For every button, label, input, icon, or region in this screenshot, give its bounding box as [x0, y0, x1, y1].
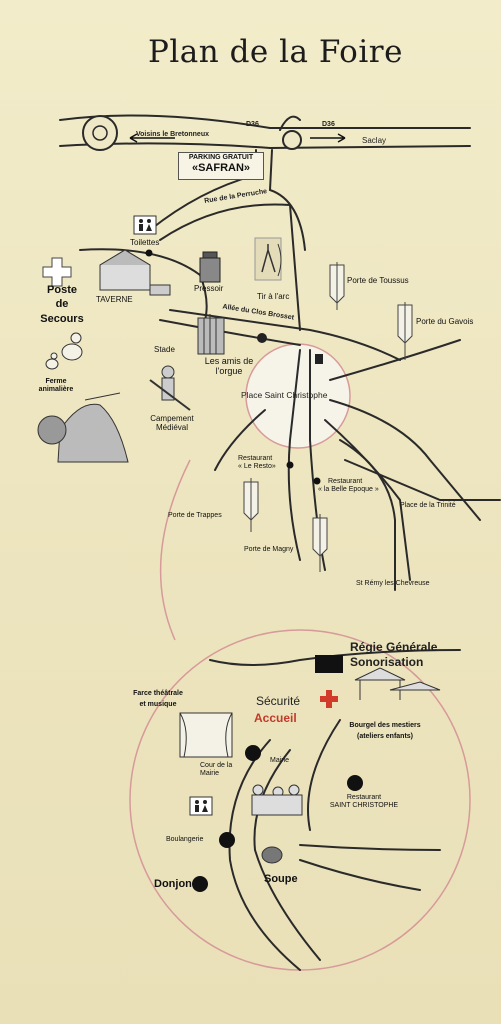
label-belle-epoque: Restaurant « la Belle Epoque »	[318, 478, 379, 494]
tavern-icon	[99, 249, 171, 296]
label-amis-orgue: Les amis de l'orgue	[198, 356, 260, 377]
label-porte-magny: Porte de Magny	[244, 546, 294, 553]
farce-line1: Farce théâtrale	[133, 690, 183, 697]
archer-icon	[254, 237, 282, 281]
label-campement: Campement Médiéval	[140, 414, 204, 432]
regie-line2: Sonorisation	[350, 655, 424, 669]
label-pressoir: Pressoir	[194, 284, 224, 293]
arrow-right-icon	[310, 133, 346, 143]
flag-icon	[243, 262, 413, 572]
bourgel-line2: (ateliers enfants)	[356, 733, 414, 741]
first-aid-line3: Secours	[40, 312, 84, 325]
first-aid-label: Poste de Secours	[32, 283, 92, 326]
cutlery-icon	[315, 354, 323, 364]
label-bourgel: Bourgel des mestiers (ateliers enfants)	[330, 720, 440, 742]
stall-icon	[354, 667, 441, 700]
label-accueil: Accueil	[254, 711, 297, 725]
roundabout-icon	[82, 115, 302, 151]
wine-press-icon	[199, 251, 221, 283]
label-st-remy: St Rémy les Chevreuse	[356, 580, 430, 587]
label-place-st-christophe: Place Saint Christophe	[241, 390, 328, 400]
belle-epoque-line1: Restaurant	[328, 478, 363, 485]
label-resto-st-christophe: Restaurant SAINT CHRISTOPHE	[318, 794, 410, 810]
label-tir-arc: Tir à l'arc	[257, 292, 290, 301]
duck-icon	[45, 332, 83, 370]
first-aid-line1: Poste	[47, 284, 77, 296]
toilets-icon	[133, 215, 157, 235]
parking-sign: PARKING GRATUIT «SAFRAN»	[178, 152, 264, 180]
road-label-voisins: Voisins le Bretonneux	[136, 131, 209, 138]
roads	[59, 114, 501, 971]
label-cour-mairie: Cour de la Mairie	[200, 762, 232, 778]
label-taverne: TAVERNE	[96, 295, 133, 304]
cutlery-icon	[257, 333, 267, 343]
bourgel-line1: Bourgel des mestiers	[349, 722, 421, 729]
label-ferme: Ferme animalière	[32, 378, 80, 394]
location-dots	[145, 249, 363, 892]
label-mairie: Mairie	[270, 757, 290, 764]
amis-orgue-line2: l'orgue	[215, 366, 243, 377]
arrow-left-icon	[129, 133, 175, 143]
organ-icon	[197, 314, 225, 355]
first-aid-line2: de	[55, 298, 69, 311]
label-farce: Farce théâtrale et musique	[110, 688, 206, 710]
cour-line2: Mairie	[200, 770, 220, 778]
cour-line1: Cour de la	[200, 762, 233, 769]
label-porte-gavois: Porte du Gavois	[416, 317, 474, 326]
label-place-trinite: Place de la Trinité	[400, 502, 456, 509]
road-label-saclay: Saclay	[362, 136, 387, 145]
resto-line1: Restaurant	[238, 455, 273, 462]
knight-icon	[149, 365, 191, 411]
resto-line2: « Le Resto»	[238, 463, 276, 471]
regie-line1: Régie Générale	[350, 640, 438, 654]
road-label-d36-left: D36	[246, 121, 259, 128]
tent-icon	[37, 392, 129, 463]
belle-epoque-line2: « la Belle Epoque »	[318, 486, 379, 494]
label-porte-toussus: Porte de Toussus	[347, 276, 409, 285]
cauldron-icon	[261, 846, 283, 864]
parking-line1: PARKING GRATUIT	[188, 154, 254, 161]
toilets-icon	[189, 796, 213, 816]
ferme-line1: Ferme	[45, 378, 67, 385]
zone-arc-middle	[159, 459, 191, 641]
musicians-icon	[251, 784, 303, 816]
amis-orgue-line1: Les amis de	[204, 356, 254, 366]
label-porte-trappes: Porte de Trappes	[168, 512, 222, 519]
label-boulangerie: Boulangerie	[166, 836, 204, 843]
label-soupe: Soupe	[264, 873, 298, 885]
page-title: Plan de la Foire	[148, 34, 403, 70]
label-resto: Restaurant « Le Resto»	[238, 455, 276, 471]
campement-line1: Campement	[150, 414, 194, 423]
first-aid-cross-icon	[42, 257, 72, 287]
label-regie: Régie Générale Sonorisation	[350, 640, 437, 670]
resto-sc-line1: Restaurant	[346, 794, 382, 801]
resto-sc-line2: SAINT CHRISTOPHE	[329, 802, 399, 810]
ferme-line2: animalière	[38, 386, 74, 394]
road-label-d36-right: D36	[322, 121, 335, 128]
campement-line2: Médiéval	[155, 423, 188, 433]
stage-icon	[179, 712, 233, 758]
label-toilettes: Toilettes	[130, 238, 160, 247]
regie-box-icon	[315, 655, 343, 673]
label-donjon: Donjon	[154, 878, 192, 890]
red-cross-icon	[320, 690, 338, 708]
parking-line2: «SAFRAN»	[191, 162, 251, 175]
label-securite: Sécurité	[256, 694, 301, 708]
label-stade: Stade	[154, 345, 175, 354]
farce-line2: et musique	[139, 701, 177, 709]
